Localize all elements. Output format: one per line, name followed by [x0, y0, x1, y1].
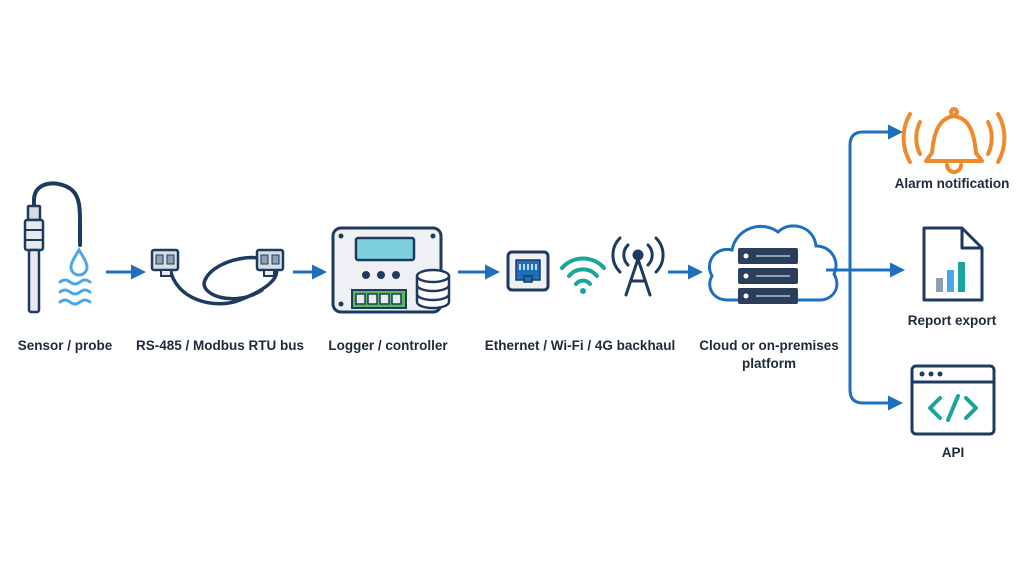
server-stack-icon [738, 248, 798, 304]
cloud-server-icon [708, 224, 839, 304]
label-api: API [941, 445, 965, 460]
label-platform: Cloud or on-premises platform [699, 338, 839, 371]
code-window-icon [910, 364, 996, 436]
sensor-probe-icon [23, 181, 82, 314]
branch-arrows [826, 124, 905, 411]
report-chart-icon [922, 226, 984, 302]
label-logger: Logger / controller [328, 338, 448, 353]
database-icon [415, 268, 451, 310]
db9-connector-right-icon [255, 248, 285, 277]
db9-connector-left-icon [150, 248, 180, 277]
water-drop-icon [69, 247, 89, 277]
logger-controller-icon [331, 226, 443, 314]
bell-icon [901, 107, 1007, 174]
label-alarm: Alarm notification [894, 176, 1010, 191]
water-waves-icon [58, 278, 92, 306]
label-sensor: Sensor / probe [17, 338, 113, 353]
label-bus: RS-485 / Modbus RTU bus [135, 338, 304, 353]
cell-tower-icon [611, 236, 665, 297]
label-network: Ethernet / Wi-Fi / 4G backhaul [484, 338, 676, 353]
wifi-icon [560, 256, 606, 294]
cable-icon [150, 248, 285, 306]
label-report: Report export [907, 313, 997, 328]
ethernet-port-icon [506, 250, 550, 292]
